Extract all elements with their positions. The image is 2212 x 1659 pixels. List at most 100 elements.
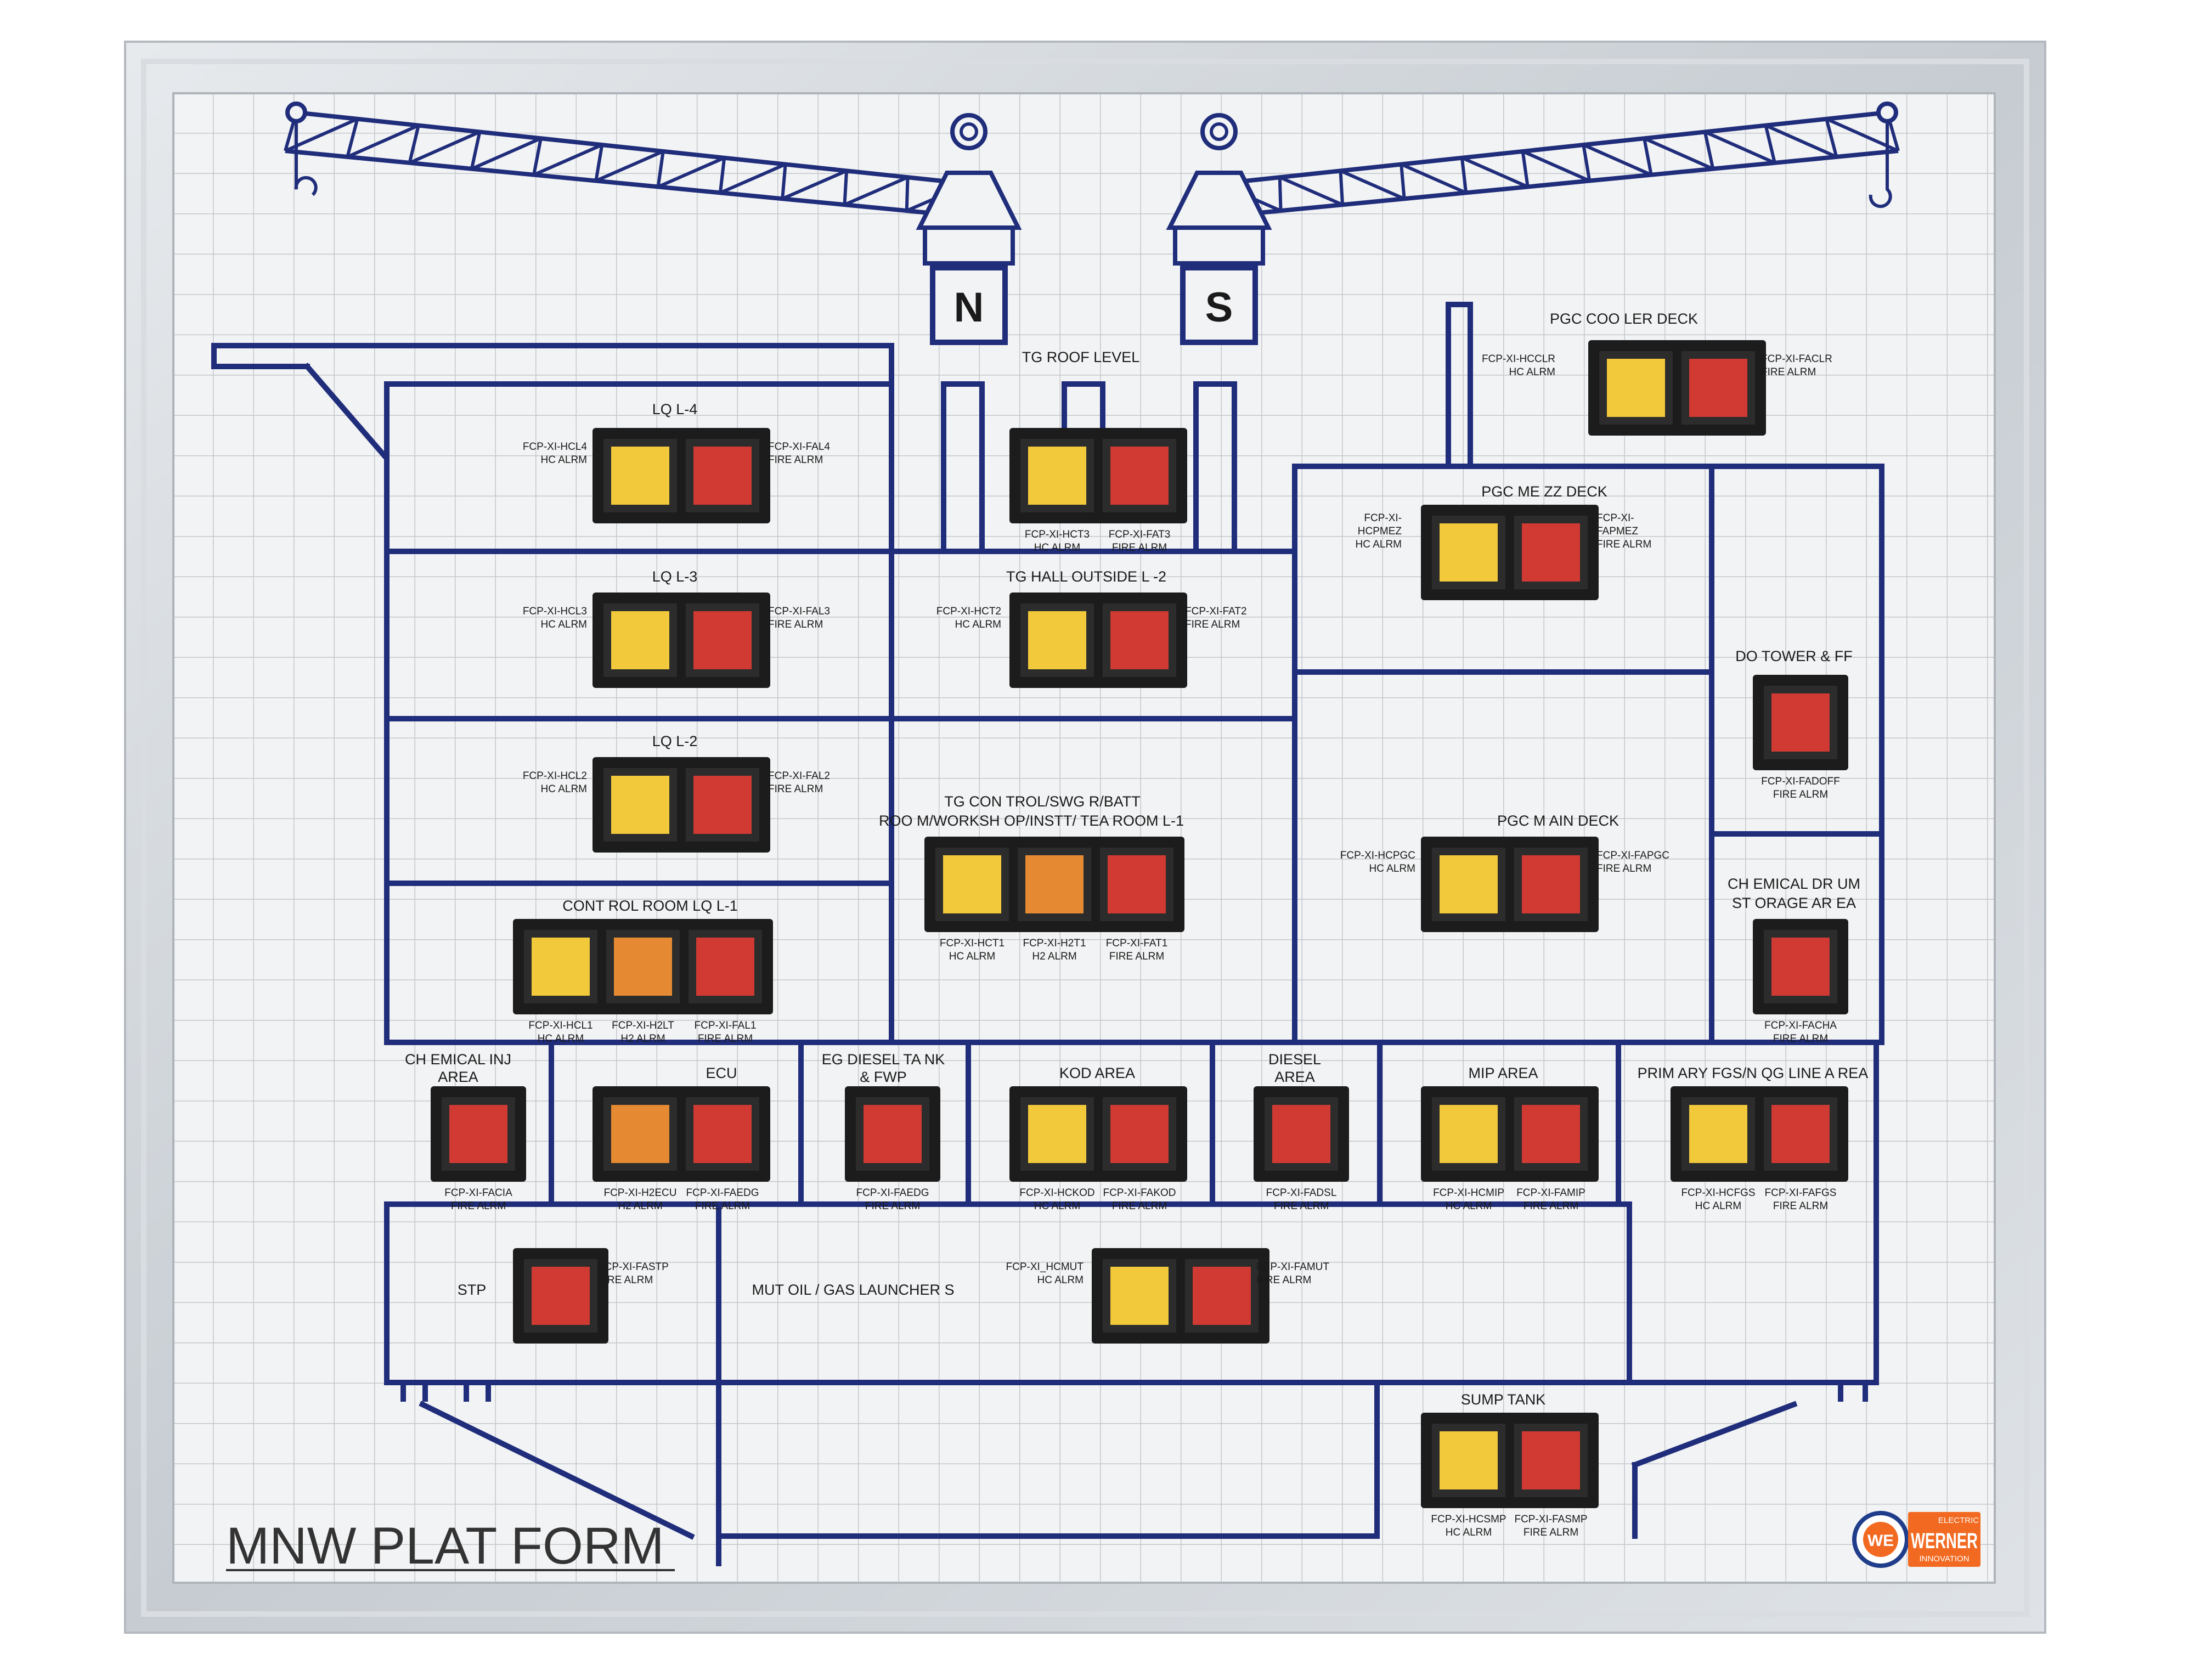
- tag-code: FCP-XI-FAEDG: [686, 1187, 759, 1199]
- tag-code: FCP-XI-FAEDG: [856, 1187, 929, 1199]
- alarm-lamp[interactable]: [611, 1105, 669, 1163]
- area-title: CONT ROL ROOM LQ L-1: [562, 898, 738, 914]
- alarm-lamp[interactable]: [532, 938, 590, 996]
- area-title: PGC M AIN DECK: [1497, 812, 1619, 829]
- alarm-lamp[interactable]: [1110, 1105, 1169, 1163]
- tag-description: FIRE ALRM: [1109, 951, 1164, 962]
- area-title: LQ L-2: [652, 733, 698, 749]
- alarm-lamp[interactable]: [1522, 523, 1580, 582]
- tag-description: FIRE ALRM: [1773, 1200, 1828, 1212]
- area-title: PGC ME ZZ DECK: [1481, 483, 1607, 500]
- tag-code: FCP-XI-FAT1: [1106, 938, 1168, 949]
- tag-code: FCP-XI-FACIA: [444, 1187, 512, 1199]
- tag-description: FIRE ALRM: [1761, 366, 1816, 378]
- platform-structure: [211, 302, 1884, 1566]
- alarm-lamp[interactable]: [449, 1105, 507, 1163]
- area-subtitle: ST ORAGE AR EA: [1732, 895, 1856, 911]
- alarm-lamp[interactable]: [1110, 611, 1169, 669]
- tag-description: FIRE ALRM: [865, 1200, 920, 1212]
- alarm-lamp[interactable]: [1440, 855, 1498, 913]
- alarm-lamp[interactable]: [611, 776, 669, 834]
- alarm-lamp[interactable]: [532, 1267, 590, 1325]
- area-title: LQ L-4: [652, 401, 698, 417]
- alarm-lamp[interactable]: [1272, 1105, 1330, 1163]
- tag-description: HC ALRM: [955, 619, 1001, 630]
- alarm-lamp[interactable]: [614, 938, 672, 996]
- area-title: STP: [458, 1282, 487, 1298]
- alarm-lamp[interactable]: [611, 611, 669, 669]
- tag-code: FCP-XI-FAT2: [1185, 606, 1247, 617]
- alarm-lamp[interactable]: [1522, 1431, 1580, 1489]
- alarm-lamp[interactable]: [1440, 1105, 1498, 1163]
- alarm-lamp[interactable]: [1028, 611, 1086, 669]
- tag-description: HC ALRM: [949, 951, 995, 962]
- alarm-lamp[interactable]: [1440, 523, 1498, 582]
- alarm-lamp[interactable]: [864, 1105, 922, 1163]
- tag-code: FCP-XI-HCL4: [523, 441, 588, 453]
- alarm-lamp[interactable]: [1771, 938, 1830, 996]
- tag-code: FCP-XI-HCT1: [940, 938, 1005, 949]
- tag-code: FCP-XI-HCT2: [936, 606, 1001, 617]
- alarm-lamp[interactable]: [1025, 855, 1084, 913]
- alarm-lamp[interactable]: [1522, 1105, 1580, 1163]
- tag-description: HC ALRM: [541, 783, 587, 795]
- area-title: DO TOWER & FF: [1735, 648, 1853, 664]
- tag-description: H2 ALRM: [618, 1200, 662, 1212]
- area-title: KOD AREA: [1059, 1065, 1135, 1081]
- tag-code: FCP-XI-HCKOD: [1019, 1187, 1094, 1199]
- alarm-lamp[interactable]: [1193, 1267, 1251, 1325]
- tag-code: FCP-XI-FADOFF: [1761, 776, 1840, 787]
- tag-code: FCP-XI-HCCLR: [1482, 353, 1555, 365]
- alarm-lamp[interactable]: [1028, 447, 1086, 505]
- area-title: TG CON TROL/SWG R/BATT: [944, 793, 1141, 810]
- alarm-lamp[interactable]: [1771, 693, 1830, 752]
- alarm-lamp[interactable]: [1028, 1105, 1086, 1163]
- tag-code: FCP-XI-FAL1: [695, 1020, 757, 1031]
- alarm-lamp[interactable]: [693, 447, 752, 505]
- south-label: S: [1205, 284, 1233, 331]
- alarm-lamp[interactable]: [1110, 1267, 1169, 1325]
- alarm-lamp[interactable]: [693, 611, 752, 669]
- area-title: PRIM ARY FGS/N QG LINE A REA: [1638, 1065, 1869, 1081]
- alarm-lamp[interactable]: [693, 1105, 752, 1163]
- area-title: SUMP TANK: [1461, 1391, 1546, 1408]
- alarm-lamp[interactable]: [1108, 855, 1166, 913]
- tag-code: FCP-XI-FACHA: [1764, 1020, 1837, 1031]
- alarm-lamp[interactable]: [1440, 1431, 1498, 1489]
- area-subtitle: ROO M/WORKSH OP/INSTT/ TEA ROOM L-1: [879, 812, 1184, 829]
- tag-description: FIRE ALRM: [1596, 863, 1651, 874]
- area-title: EG DIESEL TA NK: [822, 1051, 945, 1068]
- area-title: PGC COO LER DECK: [1550, 311, 1698, 327]
- tag-description: HC ALRM: [538, 1033, 584, 1045]
- alarm-lamp[interactable]: [611, 447, 669, 505]
- tag-code: FCP-XI-FAMIP: [1516, 1187, 1585, 1199]
- area-title: CH EMICAL DR UM: [1728, 876, 1860, 892]
- alarm-lamp[interactable]: [696, 938, 754, 996]
- alarm-lamp[interactable]: [1689, 359, 1747, 417]
- tag-code: FCP-XI-FACLR: [1761, 353, 1832, 365]
- alarm-lamp[interactable]: [1607, 359, 1665, 417]
- tag-description: FIRE ALRM: [768, 454, 823, 466]
- alarm-lamp[interactable]: [1110, 447, 1169, 505]
- alarm-lamp[interactable]: [943, 855, 1001, 913]
- tag-description: FIRE ALRM: [1523, 1527, 1578, 1538]
- tag-description: FIRE ALRM: [1596, 539, 1651, 550]
- tag-description: HC ALRM: [1446, 1527, 1492, 1538]
- alarm-lamp[interactable]: [693, 776, 752, 834]
- tag-code: FCP-XI-FASTP: [598, 1261, 669, 1273]
- tag-code: FCP-XI-HCSMP: [1431, 1514, 1506, 1525]
- tag-code: FCP-XI-FAPGC: [1596, 850, 1669, 861]
- alarm-lamp[interactable]: [1689, 1105, 1747, 1163]
- alarm-lamp[interactable]: [1522, 855, 1580, 913]
- alarm-lamp[interactable]: [1771, 1105, 1830, 1163]
- tag-description: FIRE ALRM: [1185, 619, 1240, 630]
- area-title: MUT OIL / GAS LAUNCHER S: [752, 1282, 954, 1298]
- tag-description: FIRE ALRM: [1274, 1200, 1329, 1212]
- area-title: ECU: [706, 1065, 737, 1081]
